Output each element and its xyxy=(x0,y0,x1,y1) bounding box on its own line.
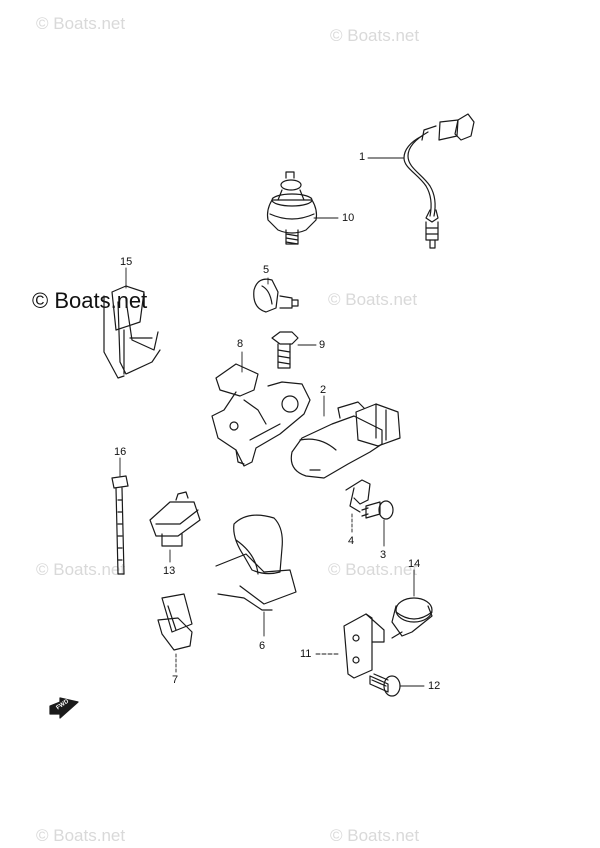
part-15-holder xyxy=(103,267,161,379)
callout-4: 4 xyxy=(348,535,355,547)
part-1-sensor-lead xyxy=(367,113,475,249)
part-7-plate xyxy=(157,593,193,673)
callout-5: 5 xyxy=(263,264,270,276)
part-14-clamp xyxy=(391,569,433,639)
part-2-sensor xyxy=(290,395,401,479)
part-3-screw xyxy=(361,500,394,547)
callout-10: 10 xyxy=(342,212,355,224)
part-8-bracket xyxy=(211,351,311,467)
watermark: © Boats.net xyxy=(328,290,418,309)
part-13-clip xyxy=(149,491,201,563)
part-5-cap xyxy=(253,277,299,313)
part-6-cover xyxy=(215,514,297,637)
callout-8: 8 xyxy=(237,338,244,350)
part-9-bolt xyxy=(271,331,317,369)
callout-6: 6 xyxy=(259,640,266,652)
watermark: © Boats.net xyxy=(330,26,420,45)
callout-16: 16 xyxy=(114,446,127,458)
watermark: © Boats.net xyxy=(330,826,420,845)
watermark-dark: © Boats.net xyxy=(32,288,148,313)
watermark: © Boats.net xyxy=(36,560,126,579)
callout-1: 1 xyxy=(359,151,366,163)
part-12-bolt xyxy=(369,673,425,697)
watermark: © Boats.net xyxy=(328,560,418,579)
callout-12: 12 xyxy=(428,680,441,692)
callout-14: 14 xyxy=(408,558,421,570)
part-11-bracket xyxy=(315,613,385,679)
watermark: © Boats.net xyxy=(36,826,126,845)
part-4-bracket xyxy=(345,479,371,535)
part-10-switch xyxy=(266,171,339,245)
callout-15: 15 xyxy=(120,256,133,268)
callout-7: 7 xyxy=(172,674,179,686)
callout-2: 2 xyxy=(320,384,327,396)
callout-3: 3 xyxy=(380,549,387,561)
callout-9: 9 xyxy=(319,339,326,351)
fwd-arrow-icon xyxy=(49,697,79,719)
part-16-cable-tie xyxy=(111,457,129,575)
callout-11: 11 xyxy=(300,648,312,660)
callout-13: 13 xyxy=(163,565,176,577)
watermark: © Boats.net xyxy=(36,14,126,33)
